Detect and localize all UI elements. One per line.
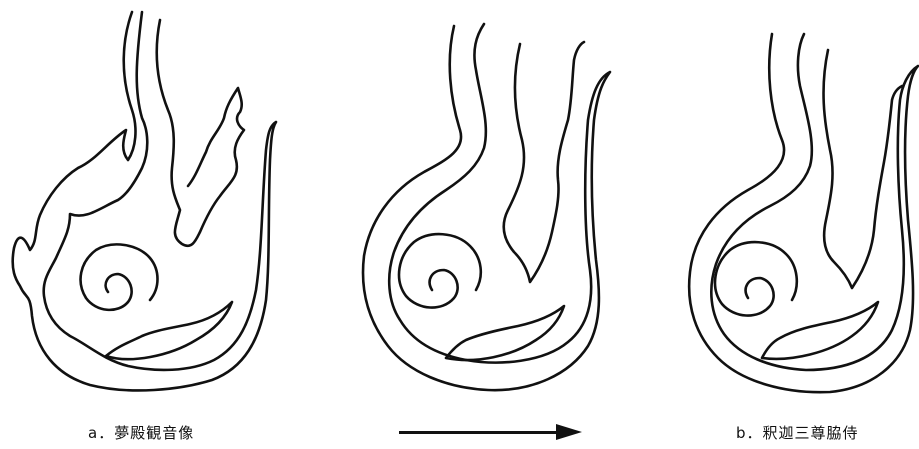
flame-mid-lower-curl (446, 306, 564, 360)
flame-b-spiral (715, 242, 797, 315)
caption-a: a．夢殿観音像 (88, 424, 194, 442)
flame-mid-spiral (399, 234, 481, 307)
flame-a-lower-curl (106, 302, 232, 359)
flame-a-spiral (81, 244, 158, 309)
flame-a-inner-tongue (157, 20, 244, 246)
flame-b-inner-tongue (824, 50, 902, 288)
flame-b-outline (689, 34, 918, 392)
flame-motif-b (689, 34, 918, 392)
flame-motif-middle (363, 24, 610, 390)
arrow-right-icon (556, 424, 582, 440)
flame-mid-inner-tongue (504, 42, 584, 282)
flame-b-lower-curl (762, 302, 878, 359)
flame-motif-a (13, 12, 276, 390)
transition-arrow-shaft (399, 431, 557, 434)
caption-b: b．釈迦三尊脇侍 (736, 424, 859, 442)
